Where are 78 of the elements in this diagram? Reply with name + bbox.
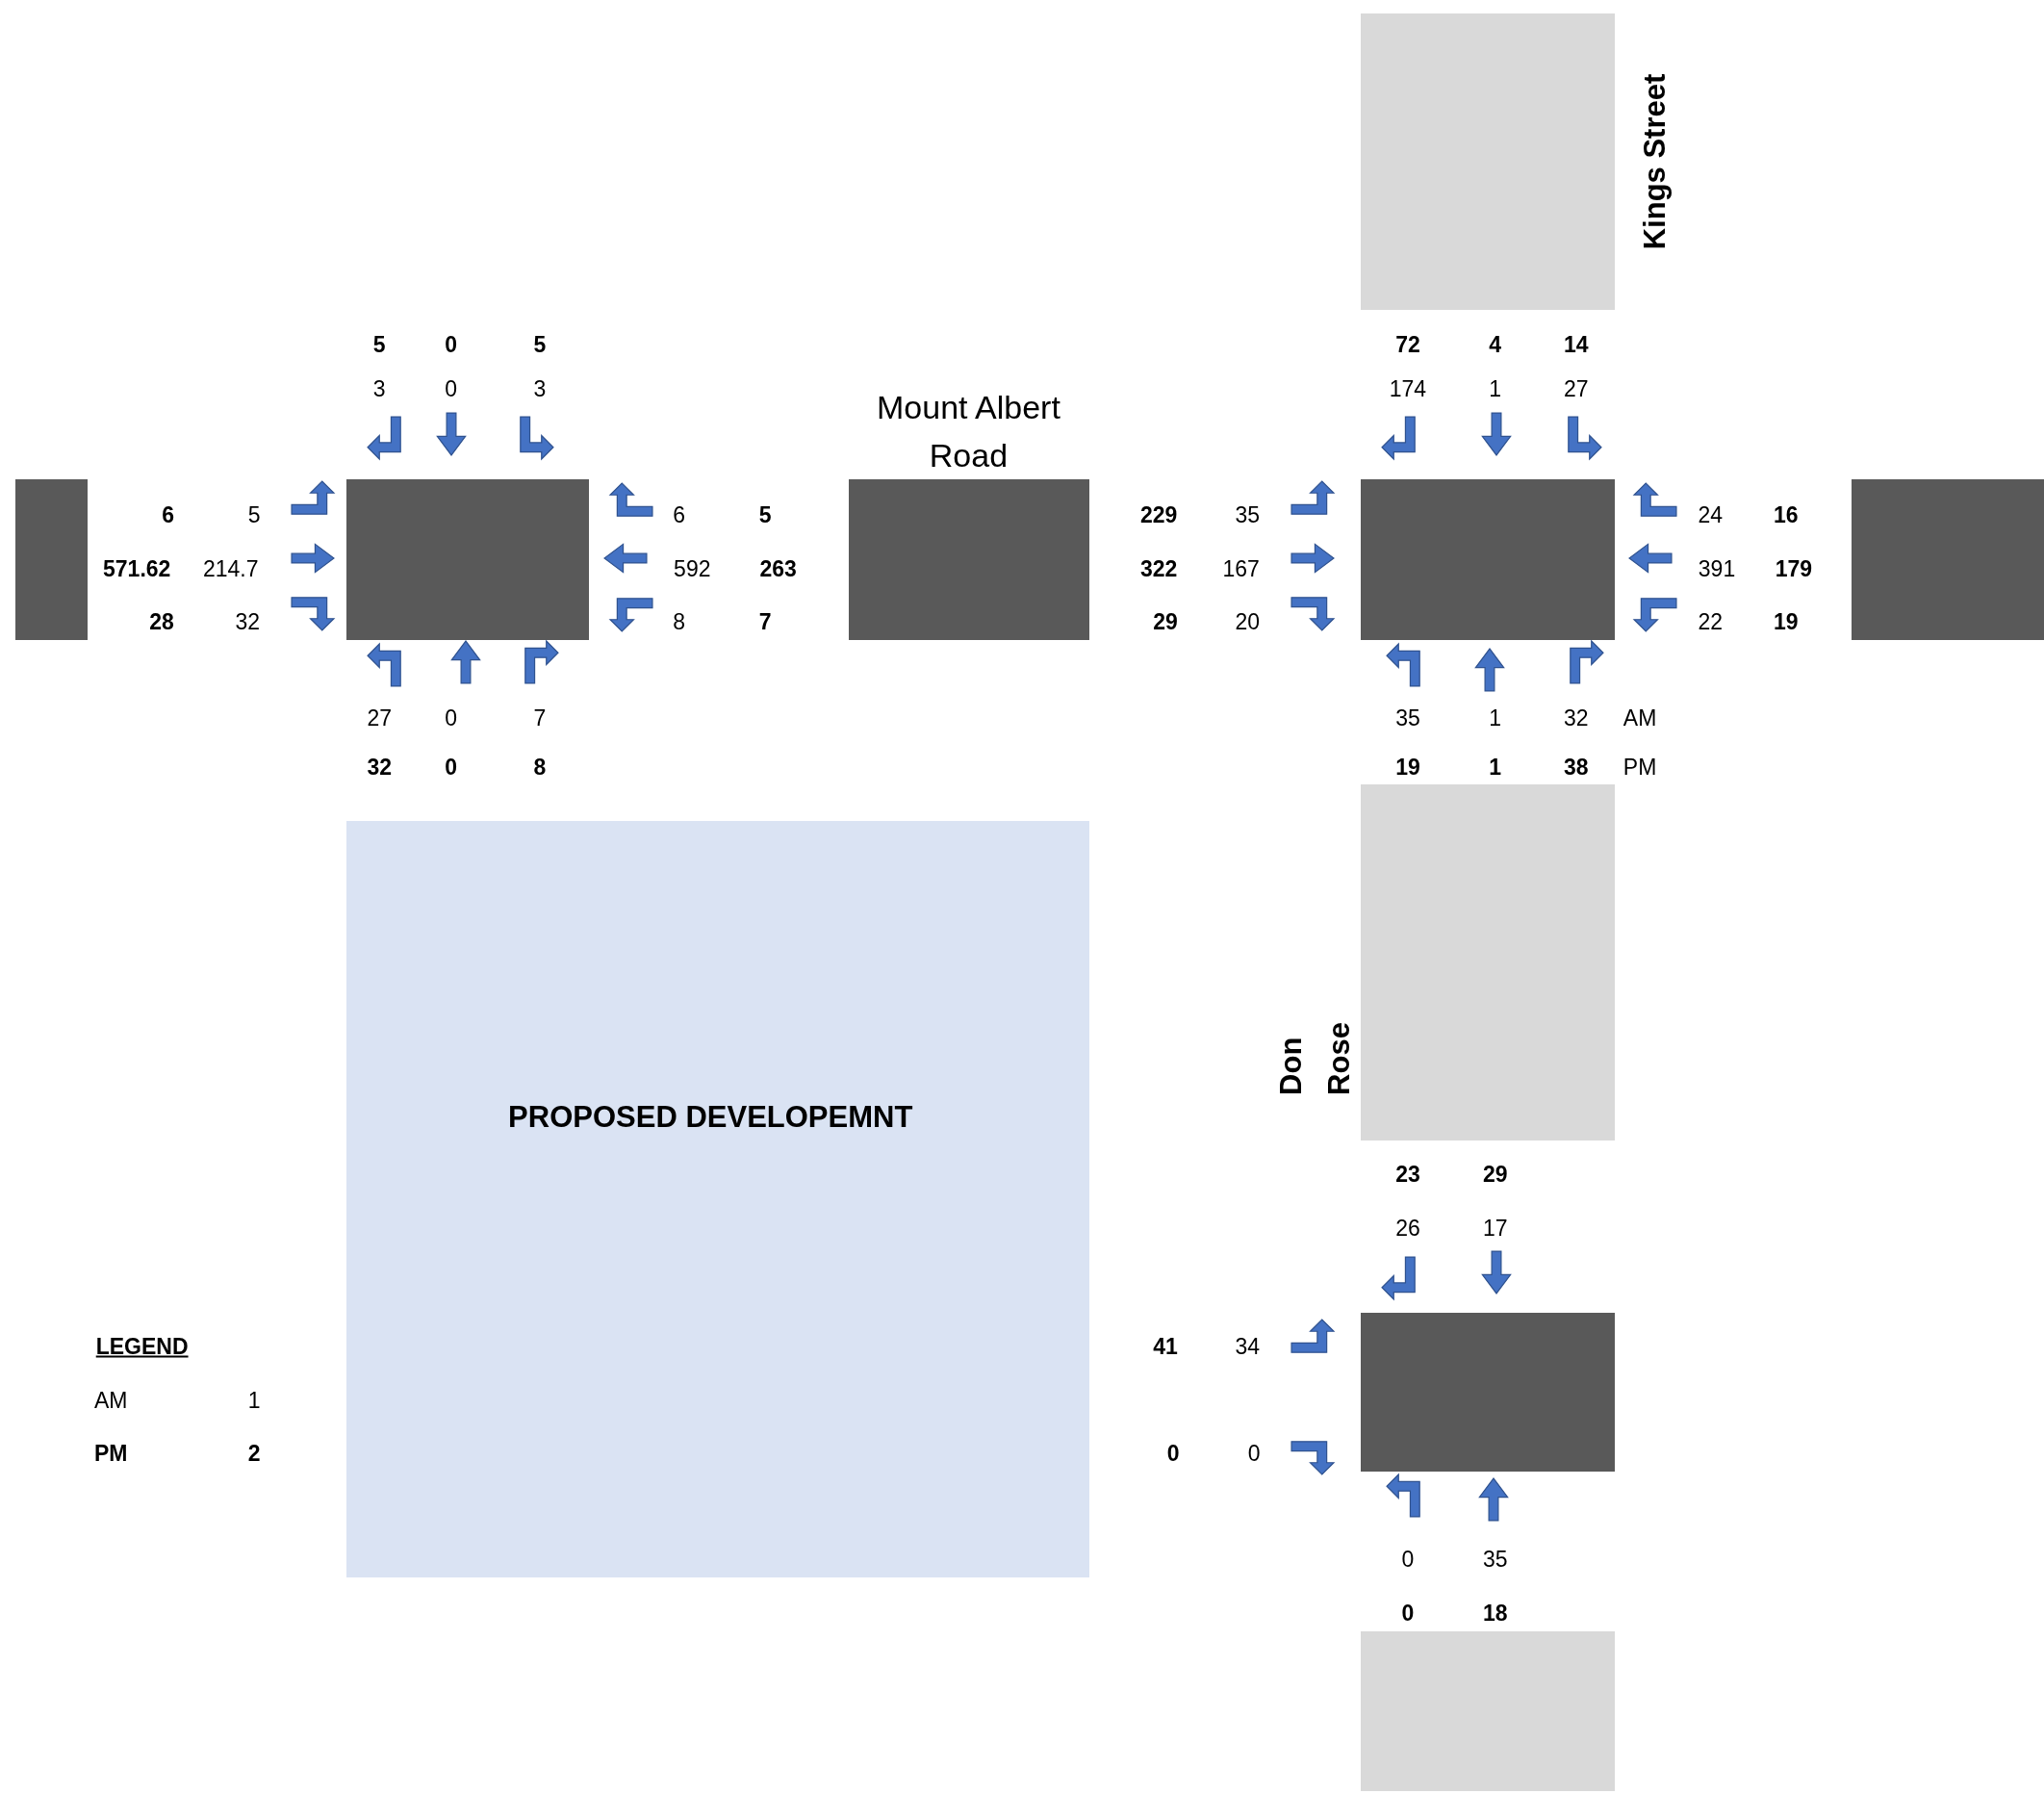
count-label: 5 xyxy=(247,501,261,528)
road-segment xyxy=(1851,479,2044,641)
count-label: 27 xyxy=(367,705,392,731)
count-label: 32 xyxy=(367,754,392,780)
count-label: 35 xyxy=(1235,501,1261,528)
count-label: PM xyxy=(93,1440,128,1467)
count-label: 229 xyxy=(1140,501,1178,528)
intersection-block xyxy=(1361,479,1616,641)
road-name: Don Rose xyxy=(1272,1022,1357,1095)
count-label: 23 xyxy=(1395,1162,1420,1188)
count-label: 72 xyxy=(1395,331,1420,358)
count-label: 20 xyxy=(1235,608,1261,635)
site-label: PROPOSED DEVELOPEMNT xyxy=(508,1099,913,1135)
road-segment xyxy=(1361,1630,1616,1792)
count-label: 14 xyxy=(1563,331,1589,358)
count-label: 0 xyxy=(1247,1440,1261,1467)
road-segment xyxy=(15,479,88,641)
intersection-block xyxy=(346,479,590,641)
count-label: 7 xyxy=(758,608,772,635)
count-label: 5 xyxy=(372,331,386,358)
count-label: 19 xyxy=(1774,608,1799,635)
intersection-block xyxy=(1361,1313,1616,1473)
count-label: AM xyxy=(93,1387,128,1414)
count-label: 3 xyxy=(372,375,386,402)
development-site xyxy=(346,821,1090,1578)
count-label: 35 xyxy=(1395,705,1420,731)
count-label: 32 xyxy=(235,608,261,635)
count-label: 32 xyxy=(1563,705,1589,731)
count-label: 22 xyxy=(1698,608,1723,635)
count-label: 29 xyxy=(1153,608,1178,635)
count-label: 571.62 xyxy=(103,555,171,582)
count-label: 29 xyxy=(1482,1162,1508,1188)
count-label: 214.7 xyxy=(202,555,259,582)
count-label: PM xyxy=(1622,754,1657,780)
count-label: 41 xyxy=(1153,1333,1178,1360)
count-label: 6 xyxy=(162,501,175,528)
count-label: 34 xyxy=(1235,1333,1261,1360)
count-label: 0 xyxy=(1401,1600,1415,1627)
count-label: 8 xyxy=(533,754,547,780)
count-label: 4 xyxy=(1489,331,1502,358)
count-label: 7 xyxy=(533,705,547,731)
count-label: 263 xyxy=(759,555,797,582)
count-label: 179 xyxy=(1775,555,1813,582)
road-name: Kings Street xyxy=(1638,73,1674,250)
count-label: 8 xyxy=(673,608,686,635)
count-label: 0 xyxy=(445,331,458,358)
count-label: 3 xyxy=(533,375,547,402)
count-label: 35 xyxy=(1482,1546,1508,1573)
count-label: 5 xyxy=(758,501,772,528)
count-label: AM xyxy=(1622,705,1657,731)
count-label: 2 xyxy=(247,1440,261,1467)
count-label: 0 xyxy=(1166,1440,1180,1467)
count-label: 0 xyxy=(445,375,458,402)
count-label: 322 xyxy=(1140,555,1178,582)
count-label: 6 xyxy=(673,501,686,528)
count-label: 1 xyxy=(247,1387,261,1414)
count-label: 38 xyxy=(1563,754,1589,780)
count-label: 1 xyxy=(1489,705,1502,731)
count-label: 1 xyxy=(1489,375,1502,402)
count-label: 592 xyxy=(674,555,711,582)
count-label: 0 xyxy=(445,754,458,780)
count-label: 26 xyxy=(1395,1215,1420,1242)
count-label: 17 xyxy=(1482,1215,1508,1242)
count-label: 1 xyxy=(1489,754,1502,780)
road-name: Mount Albert Road xyxy=(876,388,1061,476)
count-label: 174 xyxy=(1389,375,1427,402)
count-label: 27 xyxy=(1563,375,1589,402)
count-label: 19 xyxy=(1395,754,1420,780)
count-label: 167 xyxy=(1222,555,1260,582)
count-label: 391 xyxy=(1698,555,1736,582)
count-label: 24 xyxy=(1698,501,1723,528)
legend-heading: LEGEND xyxy=(95,1333,189,1360)
count-label: 16 xyxy=(1774,501,1799,528)
count-label: 28 xyxy=(149,608,174,635)
count-label: 18 xyxy=(1482,1600,1508,1627)
count-label: 0 xyxy=(1401,1546,1415,1573)
count-label: 0 xyxy=(445,705,458,731)
count-label: 5 xyxy=(533,331,547,358)
